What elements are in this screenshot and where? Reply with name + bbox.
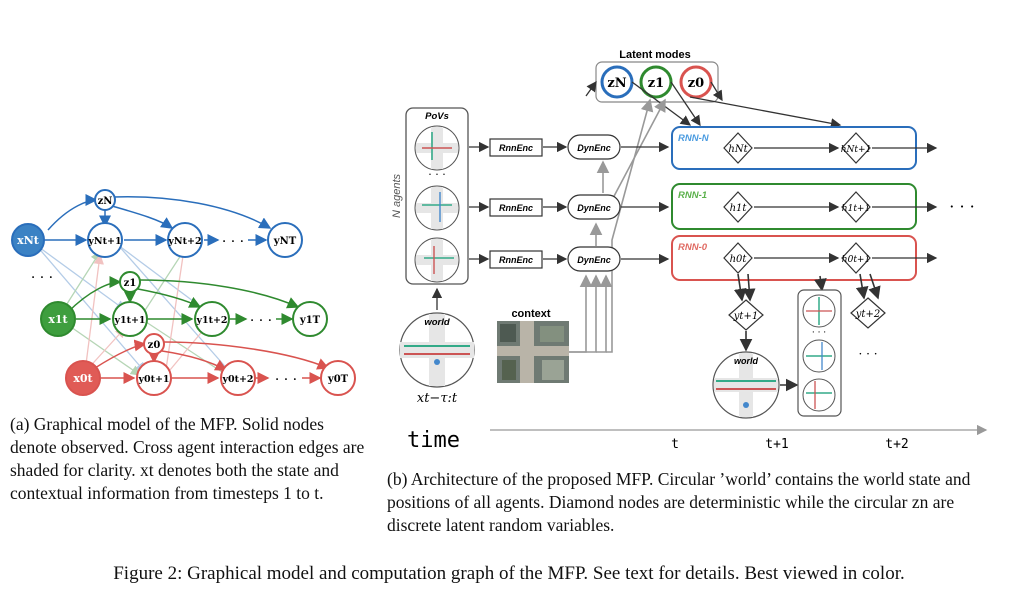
svg-text:DynEnc: DynEnc	[577, 143, 611, 153]
future-pov-thumbs: · · ·	[802, 294, 836, 412]
world-input-label: world	[424, 317, 450, 328]
world-output-circle	[712, 351, 780, 419]
label-y-0-T: y0T	[327, 374, 349, 385]
latent-label-0: z0	[688, 76, 704, 91]
pov-dots: · · ·	[428, 168, 445, 181]
pov-thumb-top	[414, 125, 460, 171]
dots-row-0: · · ·	[275, 372, 297, 388]
svg-text:h0t+1: h0t+1	[842, 255, 870, 265]
label-x-0: x0t	[73, 372, 93, 385]
node-y-1-t1	[112, 301, 148, 337]
context-arrows	[569, 98, 666, 353]
context-label: context	[511, 308, 550, 320]
node-y-0-t2	[220, 360, 256, 396]
povs-label: PoVs	[425, 111, 449, 122]
label-y-1-T: y1T	[299, 315, 321, 326]
label-z-1: z1	[124, 278, 137, 289]
node-y-0-T	[320, 360, 356, 396]
svg-text:RNN-N: RNN-N	[678, 133, 710, 144]
latent-label-1: z1	[648, 76, 664, 91]
x-input-label: xt−τ:t	[417, 391, 458, 406]
caption-panel-b: (b) Architecture of the proposed MFP. Ci…	[387, 469, 971, 535]
pov-thumb-mid	[414, 185, 460, 231]
output-arrows	[733, 273, 881, 392]
panel-b-architecture: Latent modes zN z1 z0 PoVs · · ·	[391, 49, 988, 453]
dynenc-row-1: DynEnc	[567, 194, 621, 220]
node-y-n-T	[267, 222, 303, 258]
node-y-n-t1	[87, 222, 123, 258]
rnn-row-n: RNN-N hNt hNt+1	[671, 126, 938, 170]
rnn-dots: · · ·	[949, 197, 974, 216]
label-y-n-t1: yNt+1	[87, 236, 121, 247]
time-tick-t1: t+1	[765, 437, 788, 452]
node-y-1-T	[292, 301, 328, 337]
dynenc-to-rnn-arrows	[621, 141, 670, 265]
label-y-0-t2: y0t+2	[221, 374, 253, 385]
node-y-n-t2	[167, 222, 203, 258]
label-x-1: x1t	[48, 313, 68, 326]
node-x-1	[40, 301, 76, 337]
svg-text:RnnEnc: RnnEnc	[499, 255, 533, 265]
svg-text:· · ·: · · ·	[812, 328, 826, 338]
agent-row-1: z1 x1t y1t+1 y1t+2 y1T · · ·	[40, 271, 328, 337]
rnnenc-row-n: RnnEnc	[469, 138, 568, 157]
latent-modes-title: Latent modes	[619, 49, 691, 61]
node-x-0	[65, 360, 101, 396]
node-z-0	[143, 333, 165, 355]
label-x-n: xNt	[17, 234, 40, 247]
label-z-n: zN	[98, 196, 113, 207]
output-node-t2: yt+2	[850, 297, 886, 329]
svg-text:DynEnc: DynEnc	[577, 255, 611, 265]
time-tick-t: t	[671, 437, 679, 452]
svg-text:h1t+1: h1t+1	[842, 204, 870, 214]
latent-label-n: zN	[607, 76, 626, 91]
svg-text:DynEnc: DynEnc	[577, 203, 611, 213]
context-image	[497, 321, 569, 383]
svg-text:yt+2: yt+2	[855, 309, 880, 320]
svg-text:RnnEnc: RnnEnc	[499, 143, 533, 153]
rnn-row-0: RNN-0 h0t h0t+1	[671, 235, 938, 281]
node-y-1-t2	[194, 301, 230, 337]
node-z-n	[94, 189, 116, 211]
svg-text:RNN-1: RNN-1	[678, 190, 707, 201]
svg-text:RNN-0: RNN-0	[678, 242, 708, 253]
agent-row-n: zN xNt yNt+1 yNt+2 yNT · · ·	[11, 189, 303, 258]
figure-caption: Figure 2: Graphical model and computatio…	[113, 563, 905, 584]
rnn-row-1: RNN-1 h1t h1t+1 · · ·	[671, 183, 975, 230]
svg-text:yt+1: yt+1	[733, 311, 758, 322]
dynenc-row-0: DynEnc	[567, 246, 621, 272]
caption-panel-a: (a) Graphical model of the MFP. Solid no…	[10, 414, 365, 503]
node-y-0-t1	[136, 360, 172, 396]
world-output-label: world	[734, 356, 759, 366]
agent-row-0: z0 x0t y0t+1 y0t+2 y0T · · ·	[65, 333, 356, 396]
label-z-0: z0	[148, 340, 161, 351]
dynenc-row-n: DynEnc	[567, 134, 621, 160]
dots-agents: · · ·	[31, 270, 53, 286]
panel-a-graphical-model: zN xNt yNt+1 yNt+2 yNT · · · · · · z1 x1…	[11, 189, 356, 396]
time-label: time	[407, 428, 460, 453]
svg-text:hNt+1: hNt+1	[841, 145, 872, 155]
output-dots: · · ·	[858, 347, 877, 361]
time-tick-t2: t+2	[885, 437, 908, 452]
world-input-circle	[399, 312, 475, 388]
n-agents-label: N agents	[391, 173, 403, 218]
label-y-n-t2: yNt+2	[167, 236, 201, 247]
dots-row-1: · · ·	[250, 313, 272, 329]
svg-text:RnnEnc: RnnEnc	[499, 203, 533, 213]
svg-text:h0t: h0t	[730, 254, 748, 265]
label-y-1-t1: y1t+1	[113, 315, 145, 326]
node-x-n	[11, 223, 45, 257]
dots-row-n: · · ·	[222, 234, 244, 250]
pov-thumb-bottom	[414, 237, 460, 283]
label-y-n-T: yNT	[273, 236, 297, 247]
svg-text:hNt: hNt	[728, 144, 748, 155]
node-z-1	[119, 271, 141, 293]
label-y-1-t2: y1t+2	[195, 315, 227, 326]
rnnenc-row-1: RnnEnc	[469, 198, 568, 217]
svg-text:h1t: h1t	[730, 203, 748, 214]
output-node-t1: yt+1	[728, 299, 764, 331]
label-y-0-t1: y0t+1	[137, 374, 169, 385]
rnnenc-row-0: RnnEnc	[469, 250, 568, 269]
